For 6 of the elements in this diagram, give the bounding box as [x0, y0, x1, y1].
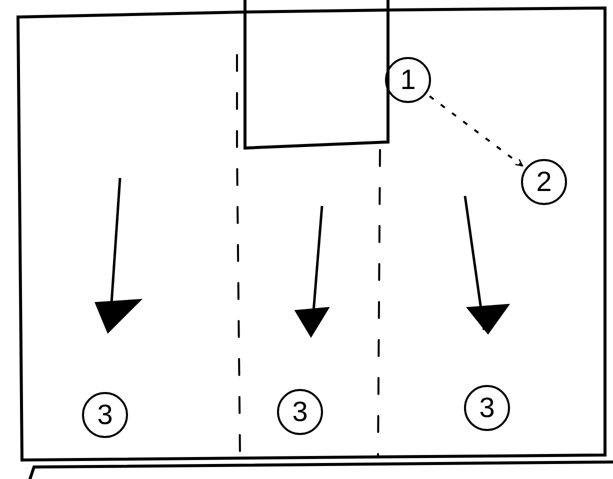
arrow: [429, 95, 524, 167]
callout-number: 1: [385, 57, 431, 103]
callout-number: 3: [464, 385, 510, 431]
callout-number: 3: [82, 392, 128, 438]
callout-number: 2: [521, 159, 567, 205]
callout-number: 3: [277, 389, 323, 435]
